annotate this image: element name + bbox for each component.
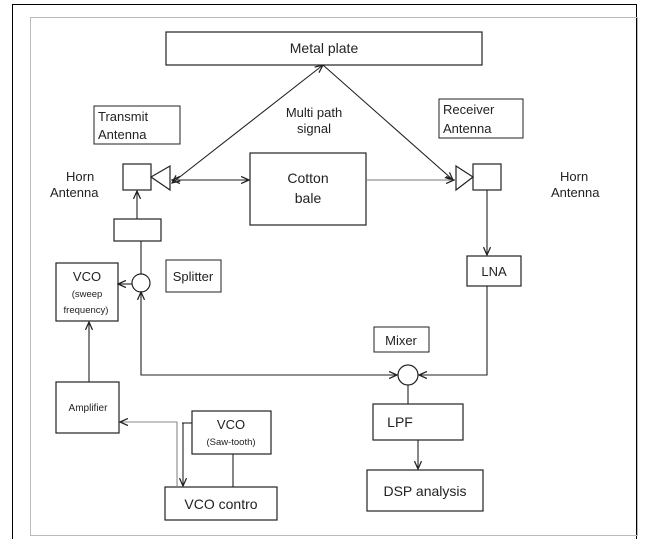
multipath-right-line xyxy=(322,64,453,180)
coupler-box xyxy=(113,218,162,242)
cotton-bale-label-line2: bale xyxy=(295,190,322,206)
vco-sweep-title: VCO xyxy=(73,269,101,284)
vco-control-box xyxy=(164,486,278,521)
transmit-antenna-label-line1: Transmit xyxy=(98,109,148,124)
receiver-antenna-label-line1: Receiver xyxy=(443,102,495,117)
vco-sweep-subtitle-line1: (sweep xyxy=(72,289,103,300)
cotton-bale-box xyxy=(249,152,367,226)
amplifier-label: Amplifier xyxy=(69,403,109,414)
splitter-to-mixer-line xyxy=(141,292,397,375)
lpf-label: LPF xyxy=(387,414,413,430)
receiver-antenna-label-box xyxy=(438,98,524,139)
metal-plate-label: Metal plate xyxy=(290,40,359,56)
multipath-label-line1: Multi path xyxy=(286,105,342,120)
vco-sawtooth-box xyxy=(191,410,272,455)
vco-sawtooth-subtitle: (Saw-tooth) xyxy=(206,437,255,448)
right-horn-antenna-label-line1: Horn xyxy=(560,169,588,184)
splitter-icon xyxy=(131,273,151,293)
multipath-left-line xyxy=(172,65,323,183)
left-horn-antenna-label-line1: Horn xyxy=(66,169,94,184)
lna-label: LNA xyxy=(481,264,507,279)
mixer-label: Mixer xyxy=(385,333,417,348)
vco-sawtooth-title: VCO xyxy=(217,417,245,432)
amplifier-box xyxy=(55,381,120,434)
left-horn-antenna-label-line2: Antenna xyxy=(50,185,99,200)
vco-sweep-box xyxy=(55,262,119,322)
mixer-icon xyxy=(397,364,419,386)
vco-sweep-subtitle-line2: frequency) xyxy=(64,305,109,316)
tx-horn-box xyxy=(122,163,152,191)
frame-left-border xyxy=(12,4,13,539)
rx-horn-flare-icon xyxy=(455,164,475,192)
transmit-antenna-label-line2: Antenna xyxy=(98,127,147,142)
dsp-analysis-box xyxy=(366,469,484,512)
lna-box xyxy=(466,255,522,287)
lpf-box xyxy=(372,403,464,441)
rx-horn-box xyxy=(472,163,502,191)
dsp-analysis-label: DSP analysis xyxy=(383,483,466,499)
tx-horn-flare-icon xyxy=(149,164,171,192)
vco-control-label: VCO contro xyxy=(184,496,257,512)
lna-to-mixer-line xyxy=(419,286,488,375)
frame-right-border xyxy=(636,4,637,539)
right-horn-antenna-label-line2: Antenna xyxy=(551,185,600,200)
control-to-amplifier-line xyxy=(120,422,178,486)
metal-plate-box xyxy=(165,31,483,66)
frame-top-border xyxy=(12,4,637,5)
receiver-antenna-label-line2: Antenna xyxy=(443,121,492,136)
splitter-label-box xyxy=(165,259,222,293)
diagram-frame xyxy=(30,17,638,536)
splitter-label: Splitter xyxy=(173,269,214,284)
multipath-label-line2: signal xyxy=(297,121,331,136)
cotton-bale-label-line1: Cotton xyxy=(287,170,328,186)
